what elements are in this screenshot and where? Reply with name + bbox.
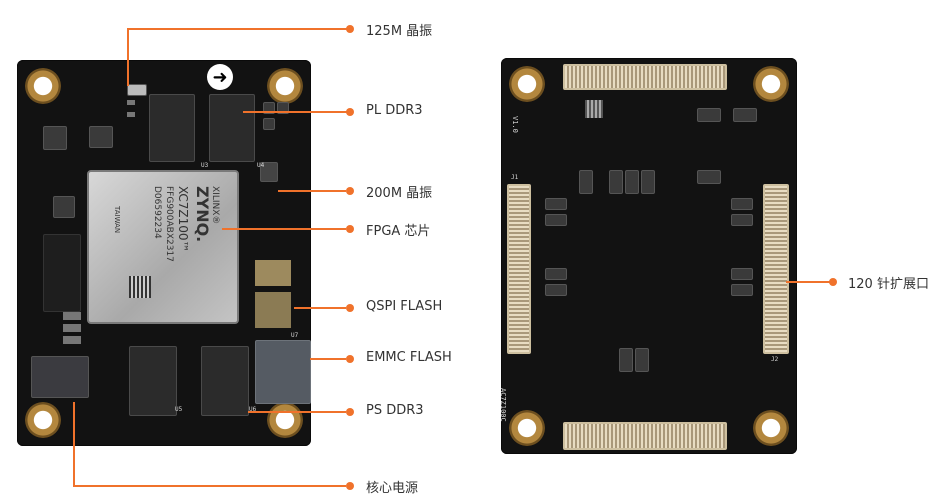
callout-line — [127, 28, 347, 30]
callout-line — [786, 281, 830, 283]
capacitor — [63, 324, 81, 332]
label-core-power: 核心电源 — [366, 481, 419, 496]
resistor-array — [697, 108, 721, 122]
mounting-hole — [753, 66, 789, 102]
label-qspi-flash: QSPI FLASH — [366, 299, 443, 314]
callout-line — [73, 485, 346, 487]
ps-ddr3-chip-2 — [201, 346, 249, 416]
callout-line — [127, 28, 129, 86]
power-inductor — [43, 234, 81, 312]
resistor-array — [545, 268, 567, 280]
oscillator-200m — [260, 162, 278, 182]
label-osc-125m: 125M 晶振 — [366, 24, 433, 39]
orientation-arrow-icon: ➜ — [207, 64, 233, 90]
inductor — [89, 126, 113, 148]
silk-u6: U6 — [249, 406, 257, 413]
callout-line — [248, 411, 346, 413]
resistor-array — [733, 108, 757, 122]
mounting-hole — [509, 66, 545, 102]
capacitor — [63, 336, 81, 344]
resistor-array — [731, 198, 753, 210]
capacitor — [127, 112, 135, 117]
resistor-array — [545, 284, 567, 296]
pl-ddr3-chip-2 — [209, 94, 255, 162]
label-pl-ddr3: PL DDR3 — [366, 103, 423, 118]
qspi-flash-chip — [255, 292, 291, 328]
inductor — [53, 196, 75, 218]
fpga-chip: XILINX® ZYNQ. XC7Z100™ FFG900ABX2317 D06… — [87, 170, 239, 324]
inductor — [43, 126, 67, 150]
resistor-array — [641, 170, 655, 194]
callout-dot — [346, 187, 354, 195]
resistor-array — [263, 118, 275, 130]
callout-dot — [346, 304, 354, 312]
callout-dot — [346, 482, 354, 490]
oscillator-125m — [127, 84, 147, 96]
ps-ddr3-chip-1 — [129, 346, 177, 416]
version-silk: V1.0 — [511, 116, 519, 133]
callout-dot — [346, 355, 354, 363]
callout-dot — [829, 278, 837, 286]
silk-u5: U5 — [175, 406, 183, 413]
mounting-hole — [25, 402, 61, 438]
core-board-back: AC7Z100C V1.0 J1 J2 — [499, 58, 797, 454]
silk-u7: U7 — [291, 332, 299, 339]
fpga-lot-text: D06592234 — [152, 186, 162, 239]
expansion-connector-right — [763, 184, 789, 354]
resistor-array — [625, 170, 639, 194]
fpga-package-text: FFG900ABX2317 — [164, 186, 174, 262]
resistor-array — [579, 170, 593, 194]
callout-line — [310, 358, 346, 360]
qspi-flash-chip — [255, 260, 291, 286]
label-fpga-chip: FPGA 芯片 — [366, 224, 431, 239]
callout-dot — [346, 408, 354, 416]
emmc-flash-chip — [255, 340, 311, 404]
resistor-array — [545, 214, 567, 226]
core-board-front: ➜ XILINX® ZYNQ. XC7Z100™ FFG900ABX2317 D… — [17, 60, 311, 446]
capacitor — [63, 312, 81, 320]
callout-line — [278, 190, 346, 192]
fpga-part-text: XC7Z100™ — [176, 186, 190, 253]
callout-dot — [346, 225, 354, 233]
pl-ddr3-chip-1 — [149, 94, 195, 162]
callout-dot — [346, 108, 354, 116]
board-name-silk: AC7Z100C — [499, 388, 507, 422]
silk-u4: U4 — [257, 162, 265, 169]
resistor-array — [731, 268, 753, 280]
resistor-array — [731, 284, 753, 296]
silk-j1: J1 — [511, 174, 519, 181]
mounting-hole — [25, 68, 61, 104]
mounting-hole — [753, 410, 789, 446]
mounting-hole — [267, 68, 303, 104]
fpga-origin-text: TAIWAN — [113, 206, 121, 234]
qr-code — [585, 100, 603, 118]
expansion-connector-bottom — [563, 422, 727, 450]
expansion-connector-left — [507, 184, 531, 354]
label-ps-ddr3: PS DDR3 — [366, 403, 424, 418]
qr-code — [129, 276, 151, 298]
silk-j2: J2 — [771, 356, 779, 363]
callout-line — [73, 402, 75, 486]
callout-dot — [346, 25, 354, 33]
label-emmc-flash: EMMC FLASH — [366, 350, 452, 365]
callout-line — [222, 228, 346, 230]
label-expansion-port: 120 针扩展口 — [848, 277, 929, 292]
callout-line — [243, 111, 347, 113]
resistor-array — [545, 198, 567, 210]
silk-u3: U3 — [201, 162, 209, 169]
fpga-family-text: ZYNQ. — [193, 186, 212, 243]
resistor-array — [635, 348, 649, 372]
resistor-array — [697, 170, 721, 184]
mounting-hole — [267, 402, 303, 438]
resistor-array — [609, 170, 623, 194]
expansion-connector-top — [563, 64, 727, 90]
callout-line — [294, 307, 346, 309]
capacitor — [127, 100, 135, 105]
resistor-array — [619, 348, 633, 372]
power-module — [31, 356, 89, 398]
resistor-array — [731, 214, 753, 226]
label-osc-200m: 200M 晶振 — [366, 186, 433, 201]
mounting-hole — [509, 410, 545, 446]
